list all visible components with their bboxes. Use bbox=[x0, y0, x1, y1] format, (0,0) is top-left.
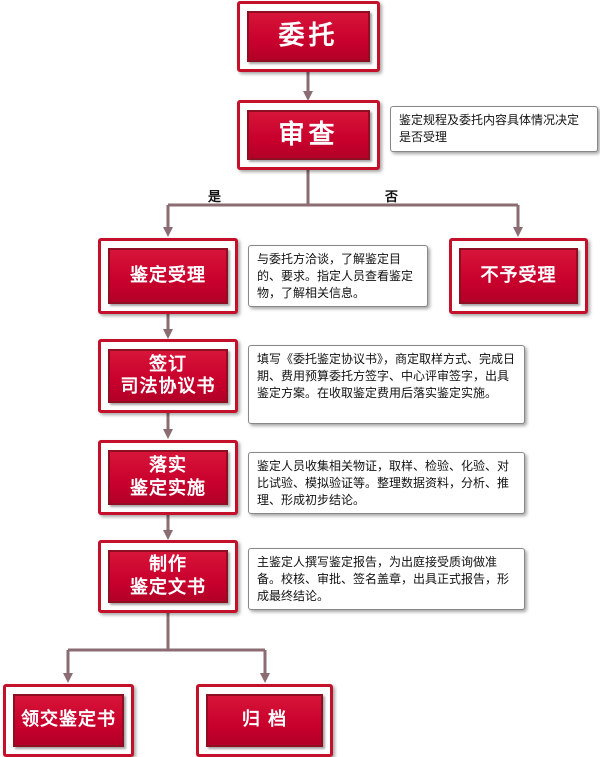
node-review-label: 审查 bbox=[247, 110, 370, 160]
node-implement-line2: 鉴定实施 bbox=[130, 477, 206, 499]
node-entrust: 委托 bbox=[237, 1, 380, 72]
node-reject-label: 不予受理 bbox=[459, 248, 578, 304]
note-review: 鉴定规程及委托内容具体情况决定是否受理 bbox=[390, 106, 598, 152]
note-accept: 与委托方洽谈，了解鉴定目的、要求。指定人员查看鉴定物，了解相关信息。 bbox=[248, 245, 428, 307]
note-produce: 主鉴定人撰写鉴定报告，为出庭接受质询做准备。校核、审批、签名盖章，出具正式报告，… bbox=[248, 548, 525, 610]
node-archive: 归 档 bbox=[196, 684, 333, 757]
node-produce-label: 制作 鉴定文书 bbox=[108, 550, 228, 603]
node-sign-line1: 签订 bbox=[149, 353, 187, 375]
node-review: 审查 bbox=[237, 100, 380, 170]
node-archive-label: 归 档 bbox=[206, 694, 323, 747]
node-implement: 落实 鉴定实施 bbox=[98, 440, 238, 515]
note-sign: 填写《委托鉴定协议书》，商定取样方式、完成日期、费用预算委托方签字、中心评审签字… bbox=[248, 345, 525, 424]
node-accept: 鉴定受理 bbox=[98, 238, 238, 314]
node-implement-label: 落实 鉴定实施 bbox=[108, 450, 228, 505]
note-implement: 鉴定人员收集相关物证，取样、检验、化验、对比试验、模拟验证等。整理数据资料，分析… bbox=[248, 452, 525, 514]
branch-yes-label: 是 bbox=[208, 190, 222, 205]
node-produce: 制作 鉴定文书 bbox=[98, 540, 238, 613]
node-collect-report-label: 领交鉴定书 bbox=[13, 694, 124, 747]
node-sign-agreement-label: 签订 司法协议书 bbox=[108, 349, 228, 403]
branch-no-label: 否 bbox=[385, 190, 399, 205]
node-sign-agreement: 签订 司法协议书 bbox=[98, 339, 238, 413]
node-produce-line1: 制作 bbox=[149, 554, 187, 575]
node-entrust-label: 委托 bbox=[247, 11, 370, 62]
node-implement-line1: 落实 bbox=[149, 455, 187, 476]
node-accept-label: 鉴定受理 bbox=[108, 248, 228, 304]
node-reject: 不予受理 bbox=[449, 238, 588, 314]
node-produce-line2: 鉴定文书 bbox=[130, 576, 206, 598]
node-sign-line2: 司法协议书 bbox=[120, 376, 216, 397]
node-collect-report: 领交鉴定书 bbox=[3, 684, 134, 757]
